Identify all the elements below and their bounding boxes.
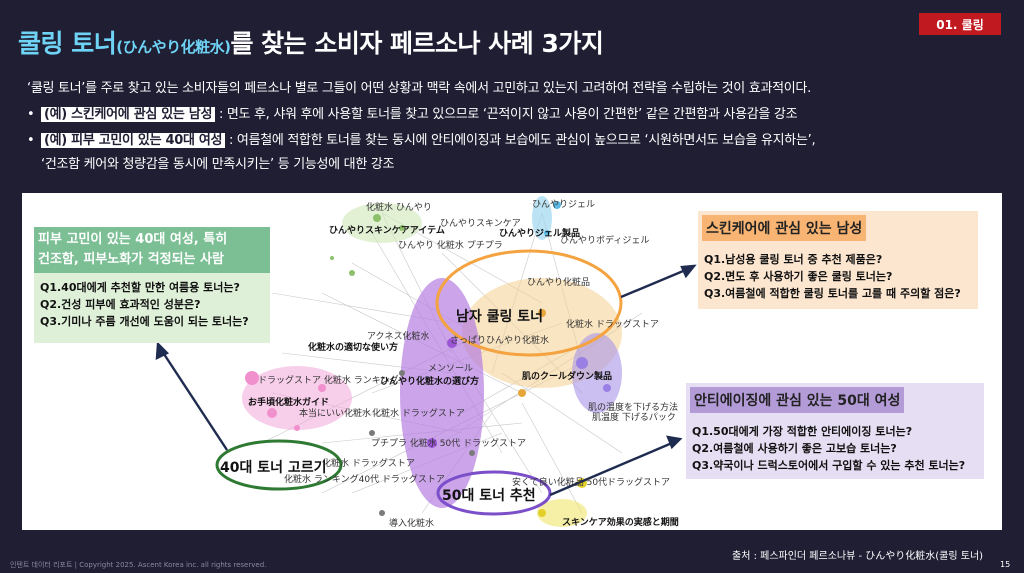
source-citation: 출처 : 페스파인더 페르소나뷰 - ひんやり化粧水(쿨링 토너) xyxy=(732,551,984,562)
bullet-continuation: ‘건조함 케어와 청량감을 동시에 만족시키는’ 등 기능성에 대한 강조 xyxy=(41,157,395,172)
persona-question: Q2.여름철에 사용하기 좋은 고보습 토너는? xyxy=(692,442,897,455)
network-label: お手頃化粧水ガイド xyxy=(248,398,330,408)
bullet-highlight: (예) 피부 고민이 있는 40대 여성 xyxy=(41,133,226,148)
cluster-violet xyxy=(400,278,484,508)
title-japanese: (ひんやり化粧水) xyxy=(116,38,231,56)
persona-card-title: 안티에이징에 관심 있는 50대 여성 xyxy=(690,387,905,413)
title-accent: 쿨링 토너 xyxy=(18,29,117,58)
network-label: 化粧水 ドラッグストア xyxy=(372,409,465,419)
persona-network-panel: 化粧水 ひんやり ひんやりスキンケア ひんやりジェル ひんやりスキンケアアイテム… xyxy=(22,193,1002,530)
network-label: 安くて良い化粧品 50代ドラッグストア xyxy=(512,478,671,488)
network-label: 化粧水 ドラッグストア xyxy=(322,459,415,469)
persona-question: Q2.건성 피부에 효과적인 성분은? xyxy=(40,298,201,311)
persona-question: Q1.남성용 쿨링 토너 중 추천 제품은? xyxy=(704,253,883,266)
bullet-text: : 여름철에 적합한 토너를 찾는 동시에 안티에이징과 보습에도 관심이 높으… xyxy=(229,133,816,148)
persona-card-title: 피부 고민이 있는 40대 여성, 특히 건조함, 피부노화가 걱정되는 사람 xyxy=(34,227,270,273)
cluster-lilac xyxy=(572,333,622,413)
network-label: さっぱりひんやり化粧水 xyxy=(450,336,550,346)
network-label: 本当にいい化粧水 xyxy=(299,409,372,419)
network-label: ひんやりスキンケアアイテム xyxy=(329,226,445,236)
persona-question: Q3.약국이나 드럭스토어에서 구입할 수 있는 추천 토너는? xyxy=(692,459,966,472)
oval-fifties-label: 50대 토너 추천 xyxy=(442,488,536,504)
oval-men xyxy=(435,249,623,357)
network-label: 化粧水 ランキング40代 ドラッグストア xyxy=(284,475,445,485)
network-label: ひんやり化粧品 xyxy=(527,278,591,288)
network-label: ドラッグストア 化粧水 ランキング xyxy=(258,376,399,386)
cluster-blue xyxy=(532,196,552,240)
persona-question: Q1.40대에게 추천할 만한 여름용 토너는? xyxy=(40,281,240,294)
network-label: プチプラ 化粧水 50代 ドラッグストア xyxy=(371,439,527,449)
cluster-green xyxy=(342,203,422,243)
bullet-men: • (예) 스킨케어에 관심 있는 남성 : 면도 후, 샤워 후에 사용할 토너… xyxy=(27,103,798,122)
network-label: アクネス化粧水 xyxy=(367,332,430,342)
bullet-dot: • xyxy=(27,133,35,148)
persona-card-fifties: 안티에이징에 관심 있는 50대 여성 Q1.50대에게 가장 적합한 안티에이… xyxy=(686,383,984,479)
oval-fifties xyxy=(436,470,552,516)
network-label: ひんやり 化粧水 プチプラ xyxy=(398,241,503,251)
persona-question: Q1.50대에게 가장 적합한 안티에이징 토너는? xyxy=(692,425,913,438)
page-title: 쿨링 토너(ひんやり化粧水)를 찾는 소비자 페르소나 사례 3가지 xyxy=(18,24,604,60)
bullet-highlight: (예) 스킨케어에 관심 있는 남성 xyxy=(41,107,216,122)
network-label: 肌のクールダウン製品 xyxy=(522,372,613,382)
persona-arrows xyxy=(155,264,697,497)
oval-forties-label: 40대 토너 고르기 xyxy=(220,460,327,476)
bullet-text: : 면도 후, 샤워 후에 사용할 토너를 찾고 있으므로 ‘끈적이지 않고 사… xyxy=(218,107,798,122)
persona-title-line: 피부 고민이 있는 40대 여성, 특히 xyxy=(38,232,228,247)
title-rest: 를 찾는 소비자 페르소나 사례 3가지 xyxy=(230,29,604,58)
network-label: ひんやりスキンケア xyxy=(440,219,521,229)
network-label: 化粧水の適切な使い方 xyxy=(308,343,399,353)
network-label: 肌温度 下げるパック xyxy=(592,413,676,423)
network-label: 肌の温度を下げる方法 xyxy=(588,403,679,413)
persona-card-men: 스킨케어에 관심 있는 남성 Q1.남성용 쿨링 토너 중 추천 제품은? Q2… xyxy=(698,211,978,309)
network-label: ひんやりボディジェル xyxy=(560,236,650,246)
bullet-women-40: • (예) 피부 고민이 있는 40대 여성 : 여름철에 적합한 토너를 찾는 … xyxy=(27,129,816,148)
network-label: メンソール xyxy=(428,364,474,374)
persona-question: Q2.면도 후 사용하기 좋은 쿨링 토너는? xyxy=(704,270,893,283)
persona-title-line: 건조함, 피부노화가 걱정되는 사람 xyxy=(38,252,224,267)
network-label: 化粧水 ひんやり xyxy=(366,203,432,213)
network-label: 導入化粧水 xyxy=(389,519,435,529)
network-nodes xyxy=(245,201,611,517)
oval-men-label: 남자 쿨링 토너 xyxy=(456,309,544,325)
persona-card-forties: 피부 고민이 있는 40대 여성, 특히 건조함, 피부노화가 걱정되는 사람 … xyxy=(34,227,270,343)
network-graph xyxy=(155,196,697,527)
page-number: 15 xyxy=(1000,560,1011,569)
cluster-yellow xyxy=(537,499,587,527)
persona-card-title: 스킨케어에 관심 있는 남성 xyxy=(702,215,867,241)
network-label: スキンケア効果の実感と期間 xyxy=(562,518,679,528)
oval-forties xyxy=(215,439,343,491)
network-label: ひんやりジェル xyxy=(532,200,596,210)
persona-question: Q3.기미나 주름 개선에 도움이 되는 토너는? xyxy=(40,315,249,328)
section-badge: 01. 쿨링 xyxy=(919,13,1001,35)
persona-question: Q3.여름철에 적합한 쿨링 토너를 고를 때 주의할 점은? xyxy=(704,287,961,300)
intro-text: ‘쿨링 토너’를 주로 찾고 있는 소비자들의 페르소나 별로 그들이 어떤 상… xyxy=(27,81,811,96)
network-label: ひんやりジェル製品 xyxy=(499,229,581,239)
copyright-footer: 인텐트 데이터 리포트 | Copyright 2025. Ascent Kor… xyxy=(10,561,267,569)
network-label: ひんやり化粧水の選び方 xyxy=(380,377,480,387)
network-label: 化粧水 ドラッグストア xyxy=(566,320,659,330)
bullet-dot: • xyxy=(27,107,35,122)
